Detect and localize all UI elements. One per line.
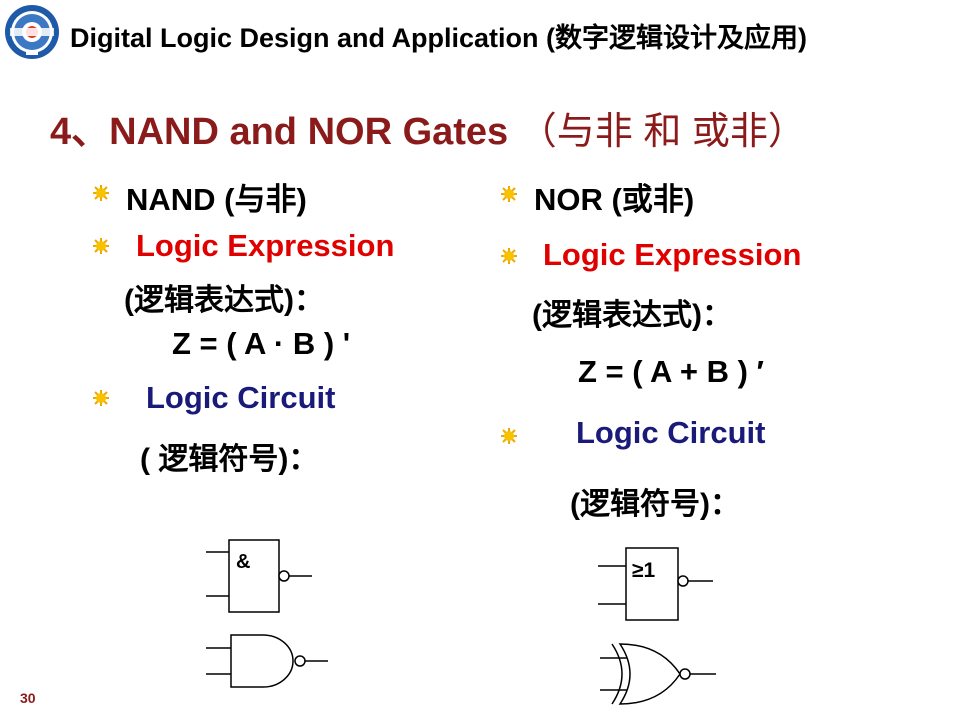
slide-title-chinese: （与非 和 或非） [518,111,806,153]
sunburst-bullet-icon [501,186,517,202]
nor-heading: NOR (或非) [534,182,695,217]
nor-circuit-label: Logic Circuit [576,415,766,450]
nand-heading: NAND (与非) [126,182,307,217]
slide-title: 4、NAND and NOR Gates （与非 和 或非） [50,100,806,155]
sunburst-bullet-icon [501,428,517,444]
sunburst-bullet-icon [93,185,109,201]
nor-circuit-note: (逻辑符号)： [570,488,740,521]
nor-expression-note: (逻辑表达式)： [532,299,732,332]
page-number: 30 [20,690,36,706]
nand-distinctive-symbol [206,634,328,688]
nand-circuit-note: ( 逻辑符号)： [140,443,319,476]
nor-distinctive-symbol [600,643,716,705]
nor-expression-label: Logic Expression [543,237,802,272]
university-seal-icon [5,5,59,59]
header-title: Digital Logic Design and Application (数字… [70,23,808,53]
nand-expression-note: (逻辑表达式)： [124,284,324,317]
nand-formula: Z = ( A · B ) ' [172,326,351,361]
sunburst-bullet-icon [93,238,109,254]
nor-formula: Z = ( A + B ) ′ [578,354,764,389]
nor-symbol-text: ≥1 [632,559,656,582]
nand-symbol-text: & [236,551,250,573]
sunburst-bullet-icon [501,248,517,264]
nand-circuit-label: Logic Circuit [146,380,336,415]
slide-title-english: 4、NAND and NOR Gates [50,111,509,153]
nand-rectangular-symbol: & [206,539,312,613]
nand-expression-label: Logic Expression [136,228,395,263]
sunburst-bullet-icon [93,390,109,406]
nor-rectangular-symbol: ≥1 [598,547,713,621]
